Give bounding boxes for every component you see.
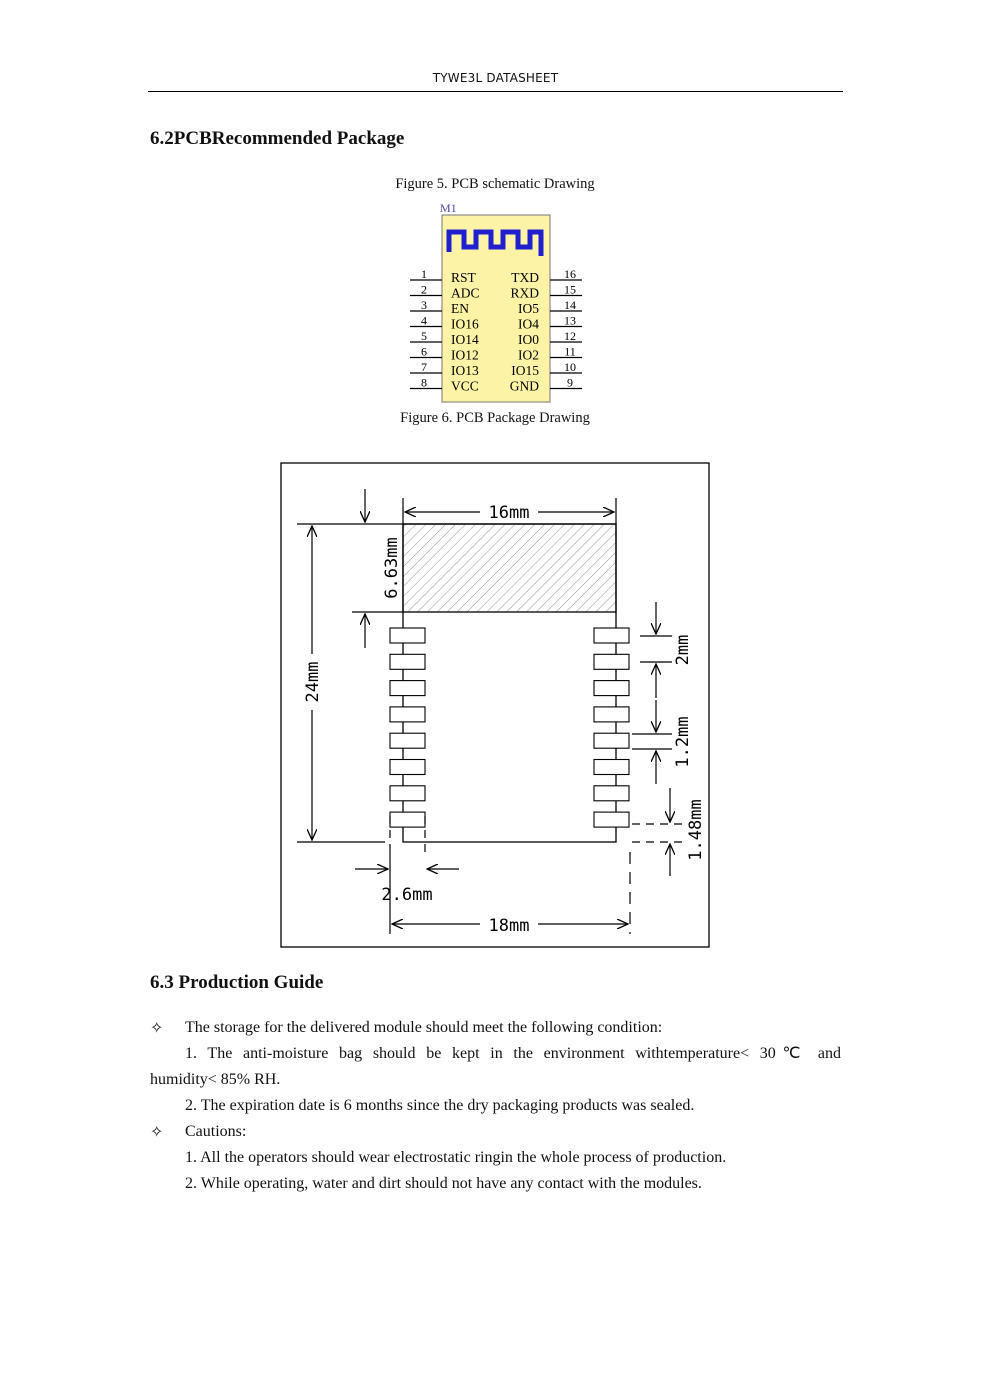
bullet-icon: ✧ — [150, 1020, 164, 1037]
module-designator: M1 — [440, 201, 457, 215]
dim-label-1-2mm: 1.2mm — [673, 716, 693, 767]
pin-number: 6 — [421, 345, 427, 359]
label-backdrop — [480, 502, 538, 522]
pin-number: 1 — [421, 267, 427, 281]
storage-intro: The storage for the delivered module sho… — [185, 1019, 663, 1036]
right-pad — [593, 653, 630, 670]
pin-name: IO5 — [518, 301, 539, 316]
dim-label-1-48mm: 1.48mm — [686, 799, 706, 860]
dim-label-2mm: 2mm — [673, 635, 693, 666]
pin-name: VCC — [451, 379, 479, 394]
right-pad — [593, 706, 630, 723]
section-6-2-heading: 6.2PCBRecommended Package — [150, 128, 405, 149]
left-pad — [389, 627, 426, 644]
right-pad — [593, 627, 630, 644]
section-6-3-heading: 6.3 Production Guide — [150, 972, 324, 993]
pin-name: IO2 — [518, 348, 539, 363]
pin-name: EN — [451, 301, 469, 316]
left-pad — [389, 706, 426, 723]
drawing-frame — [280, 462, 710, 948]
antenna-keepout-area — [402, 523, 617, 613]
pcb-schematic-figure: M1 1 RST 2 ADC 3 EN 4 IO16 5 IO14 6 IO12 7 IO13 8 VCC 16… — [410, 201, 582, 403]
pin-number: 16 — [564, 267, 576, 281]
right-pad — [593, 785, 630, 802]
pin-name: IO4 — [518, 317, 539, 332]
left-pad — [389, 653, 426, 670]
pin-number: 11 — [564, 345, 576, 359]
dim-label-16mm: 16mm — [489, 503, 530, 523]
pin-name: IO12 — [451, 348, 479, 363]
pin-name: ADC — [451, 286, 480, 301]
pad-group — [389, 627, 630, 828]
storage-item-1-line-1: 1. The anti-moisture bag should be kept … — [185, 1045, 841, 1062]
pin-number: 14 — [564, 298, 576, 312]
dim-label-2-6mm: 2.6mm — [381, 885, 432, 905]
pin-number: 15 — [564, 283, 576, 297]
left-pad — [389, 785, 426, 802]
pin-name: IO15 — [511, 363, 539, 378]
storage-item-2: 2. The expiration date is 6 months since… — [185, 1097, 695, 1114]
pin-number: 3 — [421, 298, 427, 312]
pin-group: 1 RST 2 ADC 3 EN 4 IO16 5 IO14 6 IO12 7 IO13 8 VCC 16 TXD… — [410, 267, 582, 394]
cautions-label: Cautions: — [185, 1123, 247, 1140]
right-pad — [593, 811, 630, 828]
pin-number: 4 — [421, 314, 427, 328]
left-pad — [389, 758, 426, 776]
dim-label-24mm: 24mm — [303, 662, 323, 703]
pin-name: IO0 — [518, 332, 539, 347]
dim-label-18mm: 18mm — [489, 916, 530, 936]
pin-number: 12 — [564, 329, 576, 343]
bullet-icon: ✧ — [150, 1124, 164, 1141]
left-pad — [389, 680, 426, 697]
left-pad — [389, 811, 426, 828]
left-pad — [389, 732, 426, 749]
label-backdrop — [302, 654, 322, 710]
pin-name: IO16 — [451, 317, 479, 332]
page-header: TYWE3L DATASHEET — [432, 71, 559, 85]
antenna-trace — [446, 229, 544, 256]
pin-number: 8 — [421, 376, 427, 390]
pcb-package-drawing: 16mm 6.63mm 24mm 2mm 1.2mm 1.48mm 2.6mm … — [280, 462, 710, 948]
right-pad — [593, 732, 630, 749]
pin-name: GND — [510, 379, 539, 394]
pin-number: 9 — [567, 376, 573, 390]
label-backdrop — [480, 914, 538, 934]
pin-number: 10 — [564, 360, 576, 374]
pin-name: IO13 — [451, 363, 479, 378]
figure-6-caption: Figure 6. PCB Package Drawing — [400, 410, 590, 426]
pin-name: RST — [451, 270, 477, 285]
storage-item-1-line-2: humidity< 85% RH. — [150, 1071, 281, 1088]
caution-item-2: 2. While operating, water and dirt shoul… — [185, 1175, 702, 1192]
pin-number: 5 — [421, 329, 427, 343]
pin-number: 7 — [421, 360, 427, 374]
pin-number: 13 — [564, 314, 576, 328]
dim-label-6-63mm: 6.63mm — [382, 537, 402, 598]
caution-item-1: 1. All the operators should wear electro… — [185, 1149, 727, 1166]
header-rule — [148, 91, 843, 92]
pin-name: IO14 — [451, 332, 479, 347]
pin-name: TXD — [511, 270, 539, 285]
pin-name: RXD — [510, 286, 539, 301]
figure-5-caption: Figure 5. PCB schematic Drawing — [395, 176, 595, 192]
right-pad — [593, 758, 630, 776]
right-pad — [593, 680, 630, 697]
pin-number: 2 — [421, 283, 427, 297]
